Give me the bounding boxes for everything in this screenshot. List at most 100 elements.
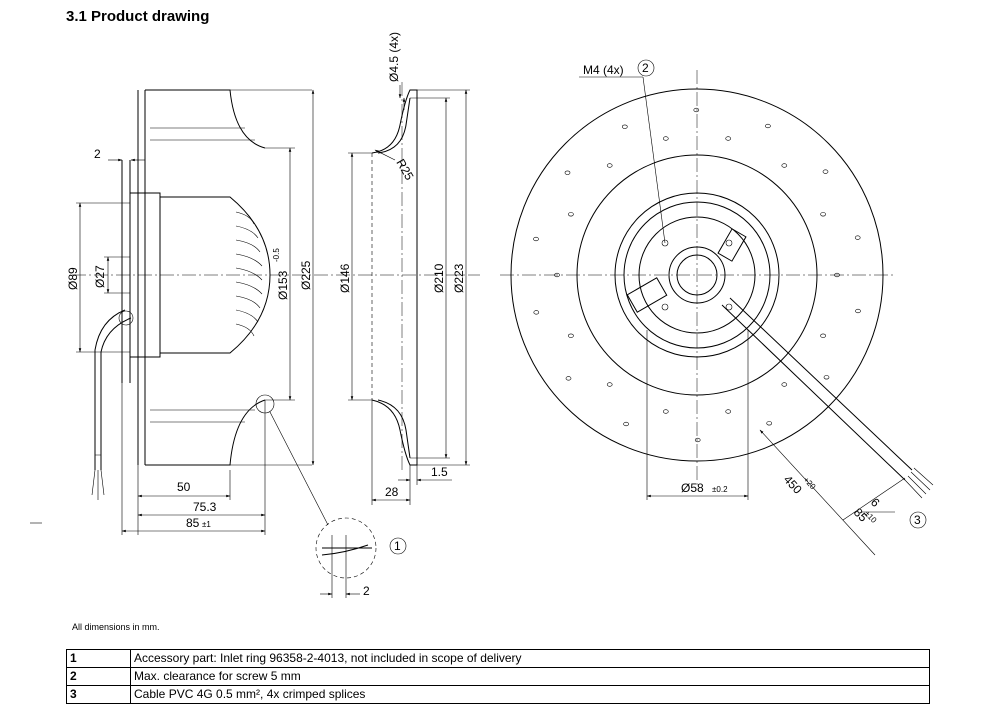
shroud-edges — [230, 89, 312, 466]
impeller-hole — [568, 212, 574, 217]
impeller-hole — [533, 310, 540, 315]
impeller-hole — [694, 437, 701, 443]
note-number: 3 — [66, 685, 131, 704]
side-view: 2 Ø89 Ø27 Ø153 -0.5 Ø225 50 75.3 85 ±1 — [66, 89, 480, 535]
impeller-hole — [621, 124, 628, 129]
impeller-hole — [568, 333, 574, 338]
callout-1 — [389, 537, 407, 555]
motor-flange — [614, 192, 780, 358]
impeller-hole — [662, 136, 669, 141]
detail-view: 2 1 — [30, 517, 407, 598]
dim-d89: Ø89 — [66, 267, 80, 290]
rotor-fins — [235, 211, 263, 337]
impeller-hole — [564, 170, 571, 175]
impeller-hole — [623, 421, 629, 427]
dim-r25: R25 — [393, 157, 416, 183]
dim-1-5: 1.5 — [431, 465, 448, 479]
dim-450: 450 — [781, 472, 805, 496]
impeller-hole — [854, 235, 861, 240]
dimension-footnote: All dimensions in mm. — [72, 622, 160, 632]
impeller-hole — [606, 382, 613, 387]
dim-d4-5: Ø4.5 (4x) — [387, 32, 401, 82]
dim-d210: Ø210 — [432, 263, 446, 293]
impeller-hole — [565, 376, 572, 381]
inlet-ring-outline — [371, 89, 418, 466]
note-text: Accessory part: Inlet ring 96358-2-4013,… — [130, 649, 930, 668]
blade-top — [145, 89, 266, 149]
callout-2 — [637, 59, 655, 77]
dim-85-tol: ±1 — [202, 520, 211, 529]
rotor — [638, 216, 756, 334]
dim-d27: Ø27 — [93, 265, 107, 288]
dim-d58-tol: ±0.2 — [712, 485, 728, 494]
blade-lines — [150, 127, 255, 423]
impeller-hole — [693, 107, 700, 113]
dim-6: 6 — [868, 495, 883, 510]
impeller-hole — [554, 272, 560, 278]
connector-left — [626, 277, 668, 313]
dim-d223: Ø223 — [452, 263, 466, 293]
impeller-hole — [725, 136, 732, 141]
impeller-hole — [725, 409, 732, 414]
callout-3-label: 3 — [914, 513, 921, 527]
dim-d225: Ø225 — [299, 260, 313, 290]
impeller-hole — [781, 163, 788, 168]
note-text: Cable PVC 4G 0.5 mm², 4x crimped splices — [130, 685, 930, 704]
impeller-outer — [510, 88, 884, 462]
impeller-hole — [765, 123, 771, 129]
dim-50: 50 — [177, 480, 191, 494]
impeller-hole — [855, 308, 861, 314]
impeller-holes — [533, 107, 861, 443]
front-cable — [721, 297, 913, 481]
notes-row: 1 Accessory part: Inlet ring 96358-2-401… — [66, 649, 930, 668]
callout-3 — [909, 511, 927, 529]
impeller-hole — [834, 272, 840, 278]
note-number: 2 — [66, 667, 131, 686]
dim-d153-tol: -0.5 — [272, 248, 281, 262]
impeller-hole — [822, 169, 829, 174]
note-number: 1 — [66, 649, 131, 668]
blade-bottom — [145, 399, 266, 466]
rotor-hub — [160, 196, 271, 354]
dim-75: 75.3 — [193, 500, 217, 514]
impeller-hole — [820, 333, 826, 338]
dim-28: 28 — [385, 485, 399, 499]
wire-ends — [904, 467, 934, 499]
product-drawing: 2 Ø89 Ø27 Ø153 -0.5 Ø225 50 75.3 85 ±1 — [30, 32, 934, 598]
dim-d58: Ø58 — [681, 481, 704, 495]
page-title: 3.1 Product drawing — [66, 8, 210, 25]
cable-ends — [91, 454, 105, 500]
dim-d153: Ø153 — [276, 270, 290, 300]
impeller-hole — [766, 421, 773, 426]
hub-inner — [676, 254, 718, 296]
notes-row: 3 Cable PVC 4G 0.5 mm², 4x crimped splic… — [66, 685, 930, 704]
inlet-ring-inner — [377, 97, 411, 459]
motor-ring — [623, 201, 771, 349]
detail-circle — [255, 394, 275, 414]
impeller-hole — [533, 236, 539, 242]
impeller-hole — [820, 212, 826, 217]
notes-table: 1 Accessory part: Inlet ring 96358-2-401… — [66, 649, 930, 704]
backplate — [137, 90, 146, 465]
mounting-plate — [121, 160, 131, 383]
dim-m4: M4 (4x) — [583, 63, 624, 77]
front-view: M4 (4x) 2 Ø58 ±0.2 450 +20 6 85 ±10 3 — [500, 59, 934, 556]
note-text: Max. clearance for screw 5 mm — [130, 667, 930, 686]
dim-85: 85 — [186, 516, 200, 530]
dim-2-detail: 2 — [363, 584, 370, 598]
dim-d146: Ø146 — [338, 263, 352, 293]
impeller-hole — [662, 409, 669, 414]
inlet-circle — [576, 154, 818, 396]
notes-row: 2 Max. clearance for screw 5 mm — [66, 667, 930, 686]
hub-bore — [668, 246, 726, 304]
callout-2-label: 2 — [642, 61, 649, 75]
impeller-hole — [823, 375, 830, 380]
dim-2-top: 2 — [94, 147, 101, 161]
connector-right — [717, 228, 747, 262]
cable-gland — [118, 310, 134, 326]
inlet-ring-view: Ø4.5 (4x) R25 Ø146 Ø210 Ø223 28 1.5 — [338, 32, 470, 505]
impeller-hole — [781, 382, 788, 387]
impeller-hole — [606, 163, 613, 168]
cable — [94, 309, 132, 470]
callout-1-label: 1 — [394, 539, 401, 553]
